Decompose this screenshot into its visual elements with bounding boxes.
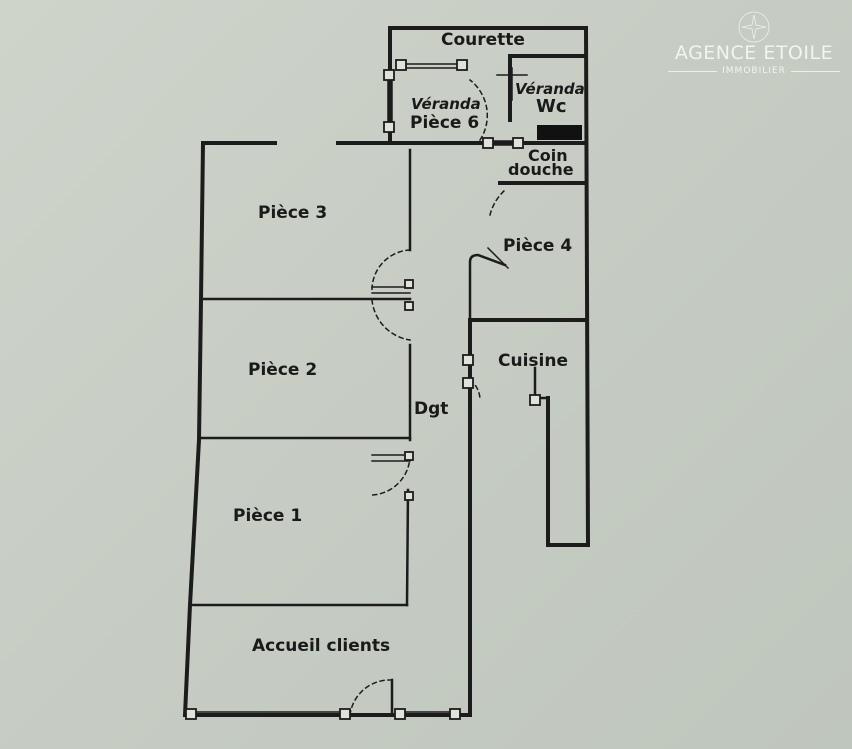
star-pin-icon bbox=[738, 11, 770, 43]
label-piece3: Pièce 3 bbox=[258, 203, 328, 223]
label-veranda-p6: Véranda bbox=[411, 95, 481, 113]
logo-name: AGENCE ETOILE bbox=[674, 42, 834, 64]
label-piece6: Pièce 6 bbox=[410, 113, 480, 133]
label-coin: Coin bbox=[528, 146, 568, 165]
label-courette: Courette bbox=[441, 30, 525, 50]
agency-logo: AGENCE ETOILE IMMOBILIER bbox=[668, 11, 840, 76]
label-piece4: Pièce 4 bbox=[503, 236, 573, 256]
label-piece2: Pièce 2 bbox=[248, 360, 318, 380]
label-cuisine: Cuisine bbox=[498, 351, 568, 371]
label-douche: douche bbox=[508, 160, 574, 179]
label-piece1: Pièce 1 bbox=[233, 506, 303, 526]
label-dgt: Dgt bbox=[414, 399, 449, 419]
logo-subtitle-text: IMMOBILIER bbox=[722, 66, 786, 76]
wc-block bbox=[537, 125, 582, 140]
label-wc: Wc bbox=[536, 96, 567, 117]
door-swings bbox=[349, 78, 507, 716]
logo-subtitle: IMMOBILIER bbox=[668, 66, 840, 76]
windows bbox=[191, 63, 528, 717]
fixtures bbox=[185, 59, 541, 720]
label-veranda-wc: Véranda bbox=[515, 80, 585, 98]
label-accueil: Accueil clients bbox=[252, 636, 391, 656]
partitions bbox=[188, 148, 550, 717]
